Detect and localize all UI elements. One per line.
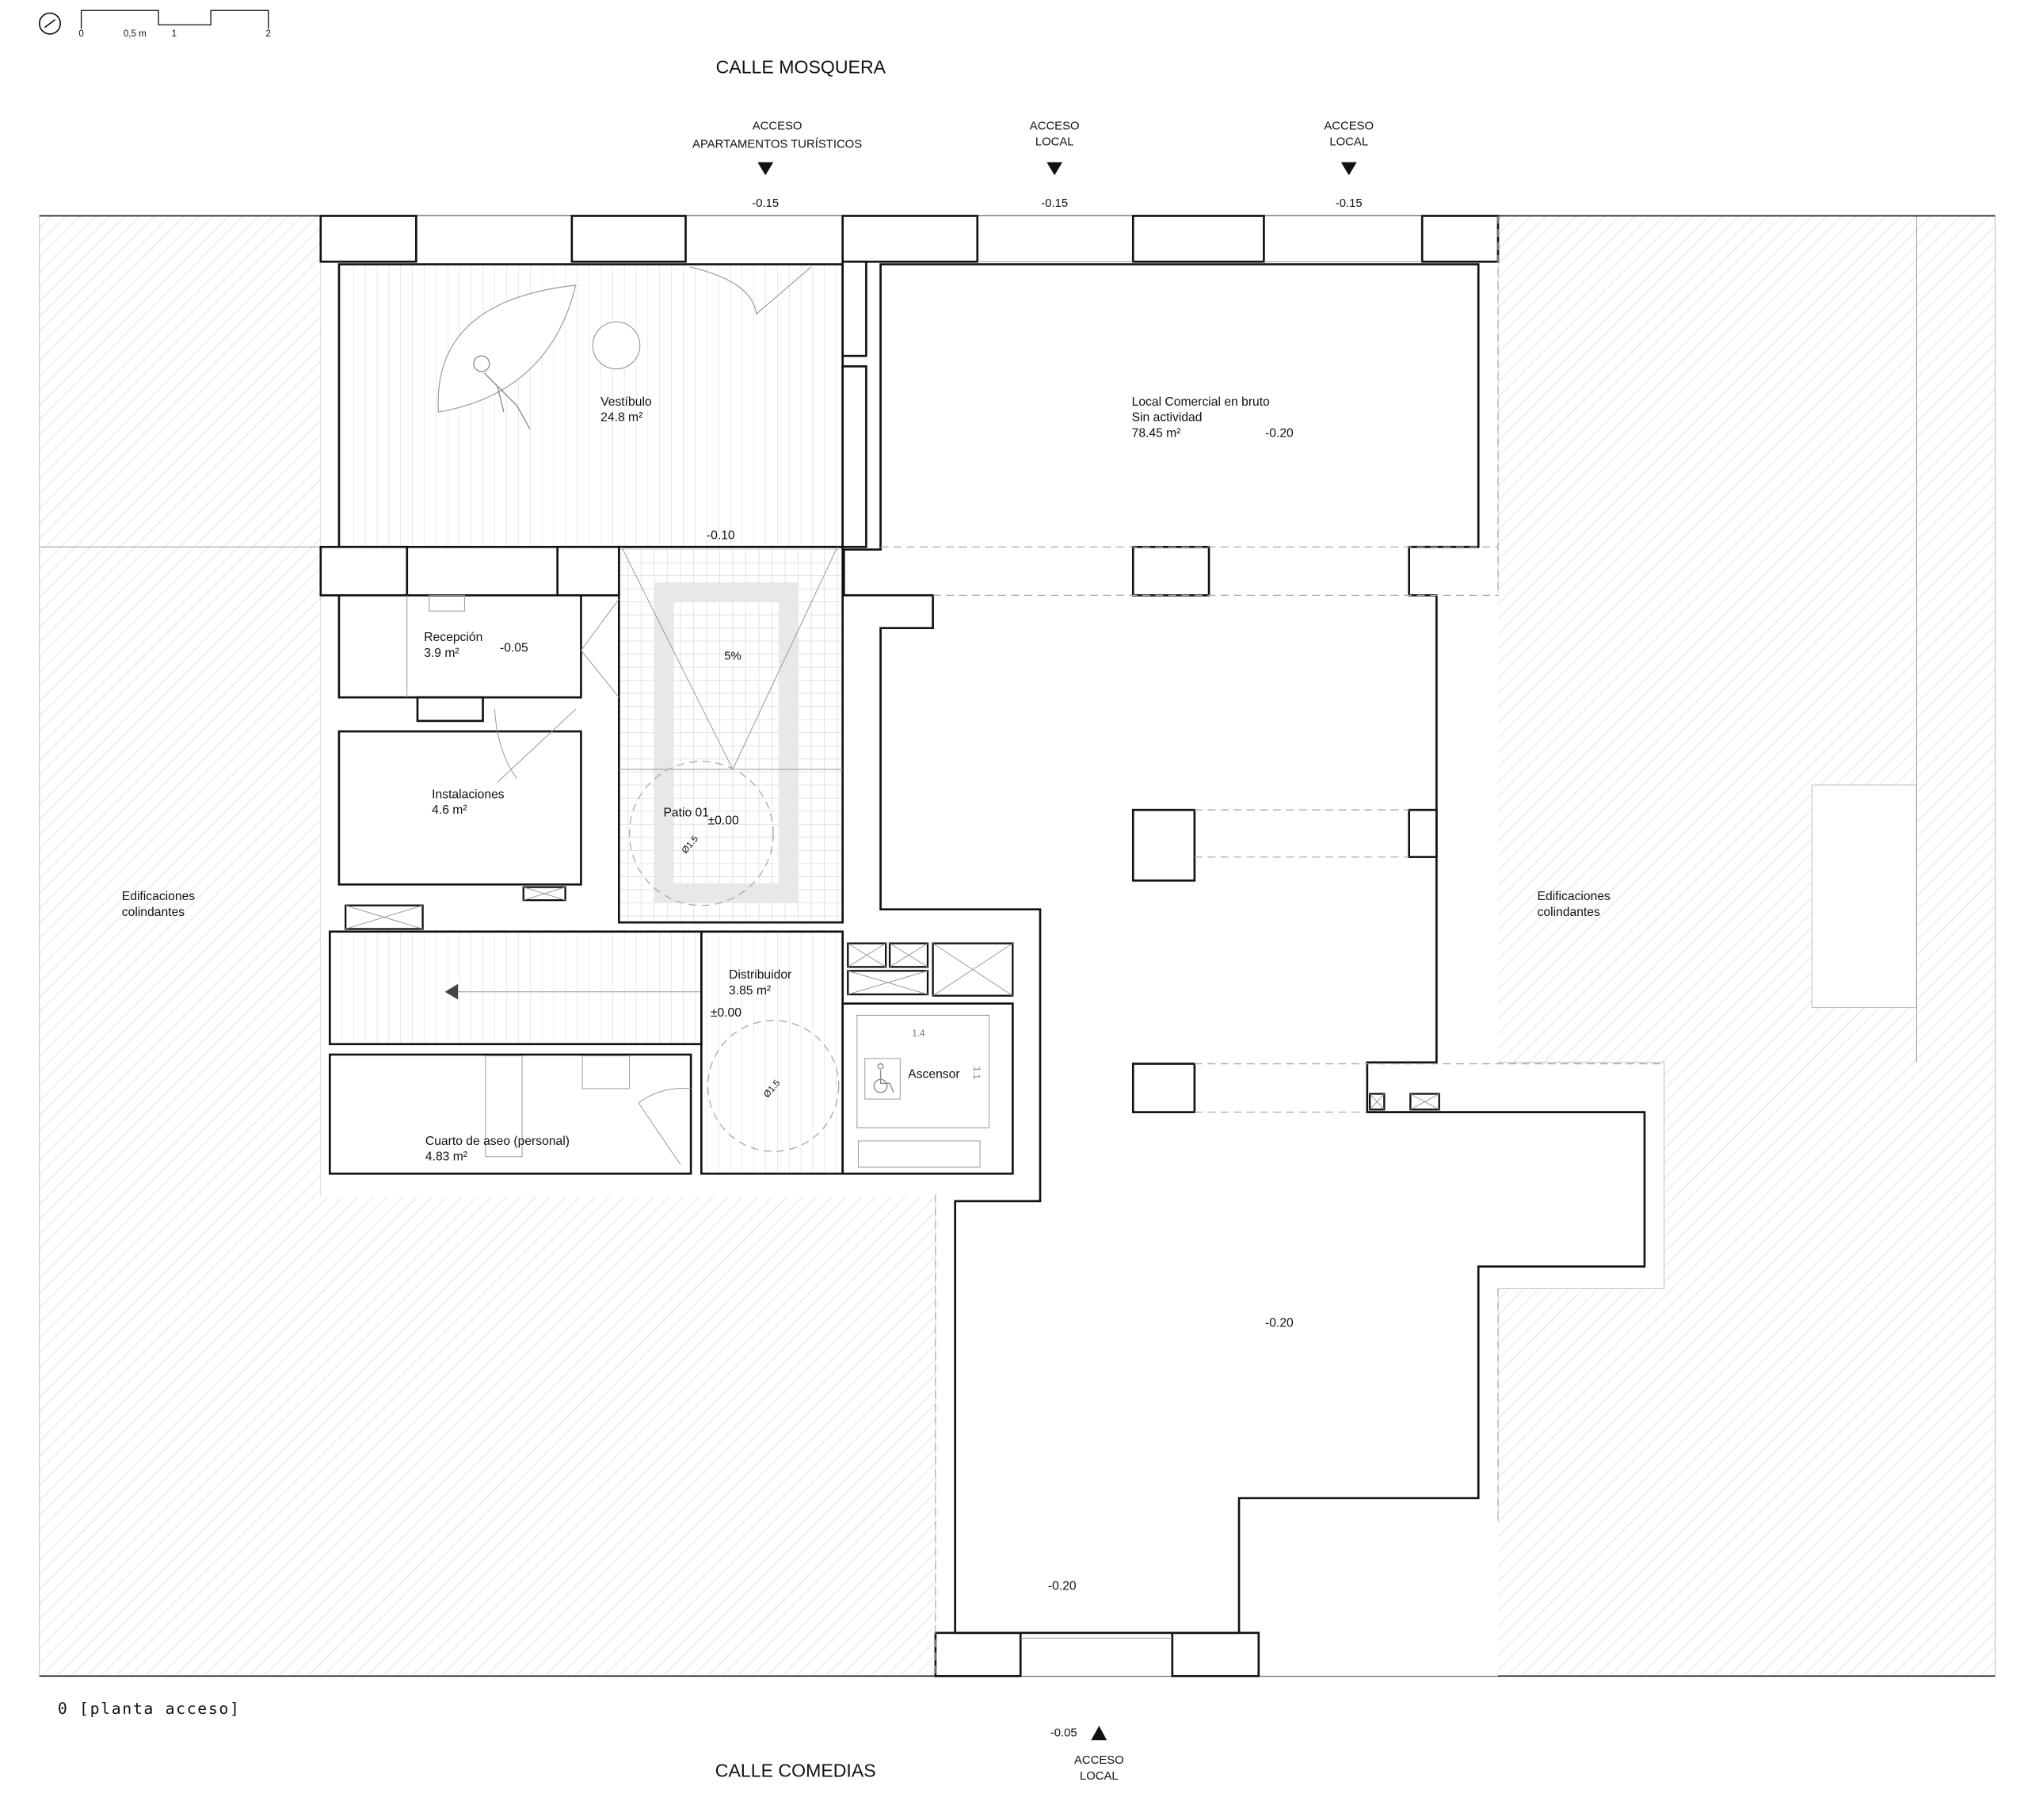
dimension-label: 1.1 [971,1066,981,1079]
neighbor-label: colindantes [1538,906,1600,919]
room-vestibulo: Vestíbulo 24.8 m² -0.10 [337,260,867,548]
wheelchair-icon [873,1063,894,1093]
room-area: 78.45 m² [1132,427,1181,441]
neighbor-label: Edificaciones [1538,890,1611,903]
toilet-icon [485,1055,523,1158]
room-name: Local Comercial en bruto [1132,395,1271,409]
level-mark: -0.05 [500,641,528,654]
room-name: Recepción [424,631,482,644]
neighbor-label: Edificaciones [122,890,196,903]
access-arrow-icon [1091,1726,1107,1741]
north-arrow-icon [38,12,62,35]
facade-walls [319,215,1500,1677]
level-mark: -0.20 [1265,427,1294,441]
svg-text:ACCESO: ACCESO [753,120,802,132]
access-arrow-icon [1340,162,1357,176]
room-aseo: Cuarto de aseo (personal) 4.83 m² [329,1053,692,1175]
scale-bar: 0 0,5 m 1 2 [78,10,271,39]
room-name: Patio 01 [663,806,709,819]
plan-title: 0 [planta acceso] [58,1700,241,1718]
access-arrow-icon [757,162,774,176]
room-note: Sin actividad [1132,411,1203,425]
svg-text:ACCESO: ACCESO [1324,120,1374,132]
level-mark: -0.10 [707,528,735,542]
room-name: Instalaciones [432,788,505,801]
slope-label: 5% [724,650,741,662]
street-name-bottom: CALLE COMEDIAS [715,1761,876,1781]
room-area: 24.8 m² [600,411,642,425]
svg-text:-0.15: -0.15 [752,197,779,210]
access-arrow-icon [1046,162,1063,176]
scale-tick: 2 [266,29,271,39]
door-swing-icon [689,266,812,315]
level-mark: -0.20 [1048,1579,1077,1593]
room-area: 3.9 m² [424,647,459,660]
room-name: Vestíbulo [600,395,652,409]
room-patio: 5% Patio 01 ±0.00 Ø1.5 [617,545,844,924]
svg-text:LOCAL: LOCAL [1080,1770,1119,1783]
room-area: 4.83 m² [425,1150,467,1164]
scale-tick: 0,5 m [124,29,147,39]
svg-text:LOCAL: LOCAL [1329,135,1368,148]
round-table-icon [592,321,641,370]
room-local-comercial: Local Comercial en bruto Sin actividad 7… [843,216,1664,1677]
room-name: Distribuidor [729,968,791,982]
room-name: Ascensor [908,1068,959,1082]
svg-text:-0.15: -0.15 [1041,197,1068,210]
svg-text:APARTAMENTOS TURÍSTICOS: APARTAMENTOS TURÍSTICOS [692,138,862,151]
svg-text:-0.15: -0.15 [1336,197,1363,210]
stair-direction-arrow-icon [444,983,459,1000]
staircase [329,930,703,1046]
room-instalaciones: Instalaciones 4.6 m² [337,708,582,886]
dimension-label: 1.4 [912,1029,925,1039]
svg-text:ACCESO: ACCESO [1074,1754,1124,1767]
svg-text:-0.05: -0.05 [1050,1727,1077,1739]
neighbor-label: colindantes [122,906,185,919]
svg-text:LOCAL: LOCAL [1035,135,1074,148]
scale-tick: 0 [78,29,83,39]
scale-tick: 1 [172,29,177,39]
level-mark: ±0.00 [711,1006,741,1020]
street-name-top: CALLE MOSQUERA [716,56,886,77]
elevator: Ascensor 1.4 1.1 [841,1002,1014,1175]
room-distribuidor: Distribuidor 3.85 m² ±0.00 Ø1.5 [700,930,844,1175]
room-area: 3.85 m² [729,984,771,998]
room-recepcion: Recepción 3.9 m² -0.05 [337,594,619,699]
level-mark: ±0.00 [708,814,739,827]
person-icon [473,355,531,429]
level-mark: -0.20 [1265,1316,1294,1330]
access-marker: ACCESO APARTAMENTOS TURÍSTICOS -0.15 [692,120,862,209]
neighbor-courtyard [1811,784,1917,1009]
svg-text:ACCESO: ACCESO [1030,120,1080,132]
room-area: 4.6 m² [432,803,467,817]
access-marker: -0.05 ACCESO LOCAL [1050,1726,1124,1783]
access-marker: ACCESO LOCAL -0.15 [1324,120,1374,209]
room-name: Cuarto de aseo (personal) [425,1135,570,1148]
sink-icon [581,1055,631,1089]
access-marker: ACCESO LOCAL -0.15 [1030,120,1080,209]
